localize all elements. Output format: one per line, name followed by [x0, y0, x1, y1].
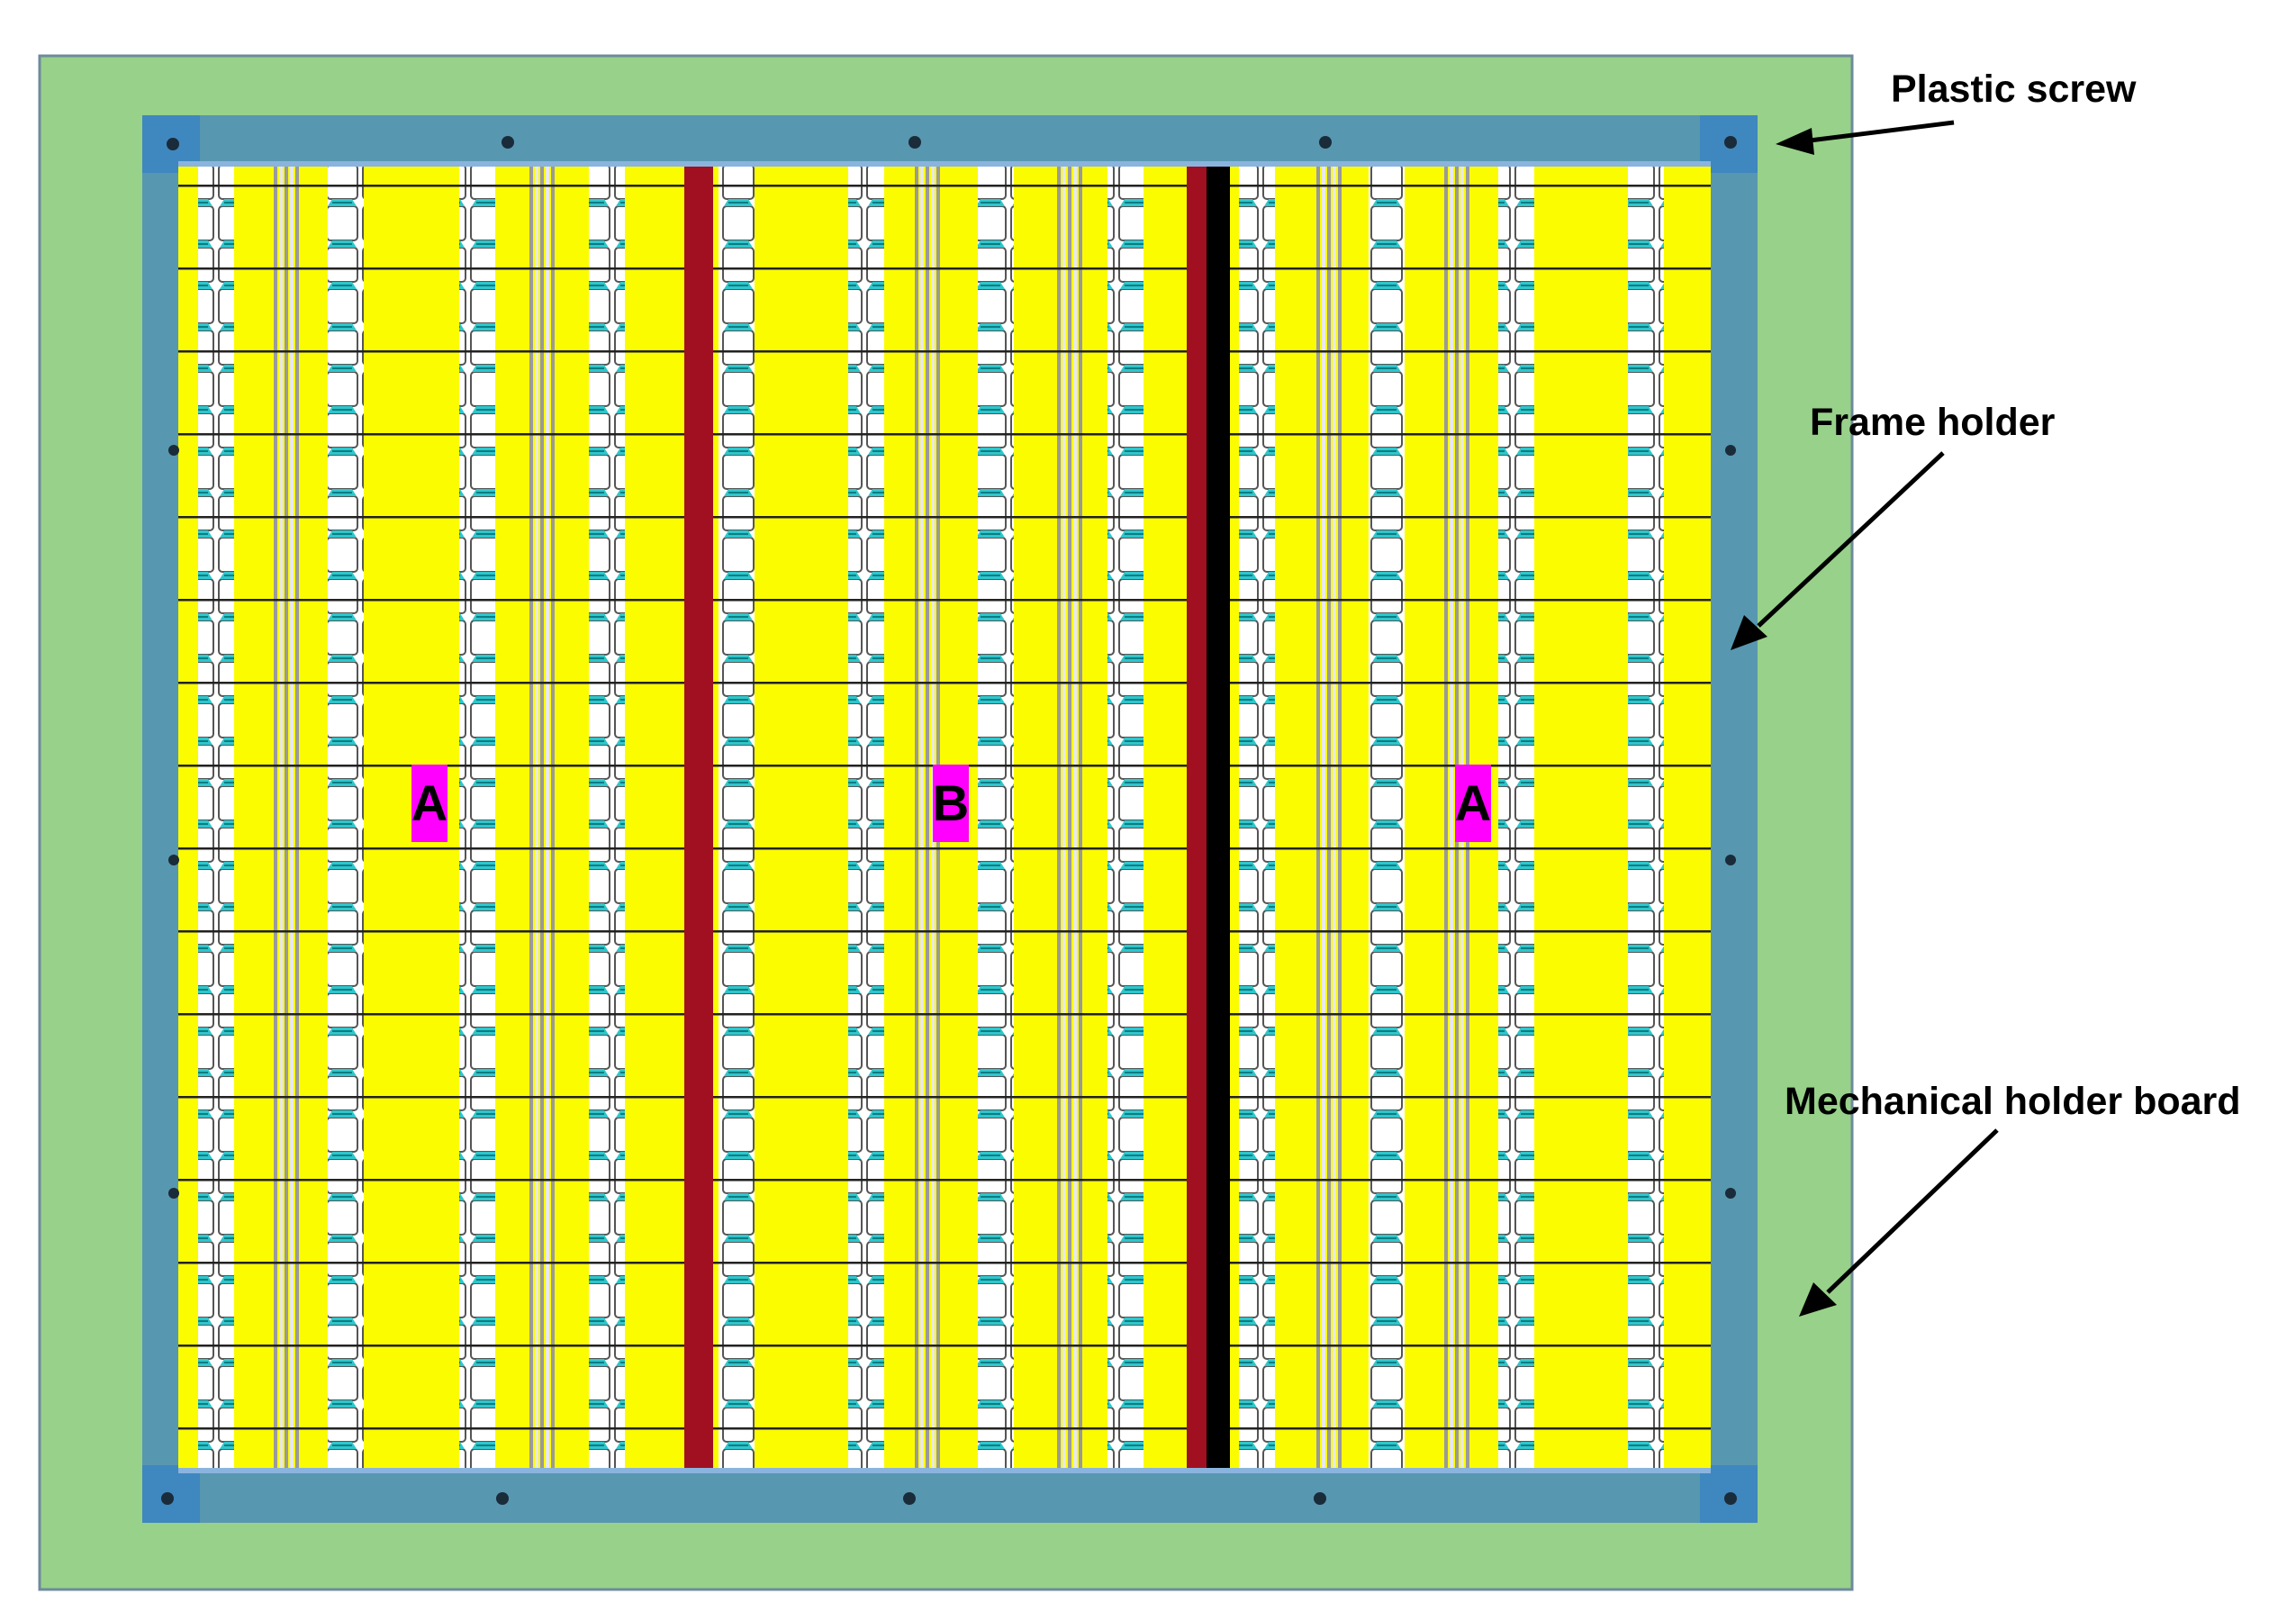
screw — [1725, 1188, 1736, 1199]
plastic-screws — [161, 136, 1737, 1505]
screw — [167, 138, 179, 150]
frame-bar-bottom — [200, 1472, 1700, 1523]
frame-inner-edge-bottom — [178, 1468, 1711, 1473]
separator-red-left — [684, 165, 713, 1472]
plastic-screw-arrowhead — [1776, 128, 1814, 155]
screw — [1724, 136, 1737, 149]
screw — [1725, 855, 1736, 865]
frame-holder-label: Frame holder — [1810, 401, 2056, 444]
region-tag-middle: B — [933, 765, 969, 842]
callout-arrows — [1731, 120, 1999, 1317]
mechanical-holder-board-label: Mechanical holder board — [1785, 1080, 2241, 1123]
screw — [1725, 445, 1736, 456]
separator-red-right — [1187, 165, 1207, 1472]
frame-bar-top — [200, 115, 1700, 165]
screw — [908, 136, 921, 149]
holder-board-arrowhead — [1799, 1282, 1837, 1317]
screw — [168, 1188, 179, 1199]
screw — [903, 1492, 916, 1505]
frame-inner-edge-top — [178, 161, 1711, 167]
screw — [496, 1492, 509, 1505]
screw — [161, 1492, 174, 1505]
region-tag-right: A — [1455, 765, 1491, 842]
plastic-screw-label: Plastic screw — [1891, 68, 2137, 111]
screw — [1314, 1492, 1326, 1505]
screw — [1319, 136, 1332, 149]
plastic-screw-arrow — [1809, 120, 1955, 143]
frame-holder-arrowhead — [1731, 615, 1767, 650]
holder-board-arrow — [1826, 1128, 1999, 1294]
screw — [502, 136, 514, 149]
screw — [168, 445, 179, 456]
separator-black — [1207, 165, 1230, 1472]
screw — [168, 855, 179, 865]
screw — [1724, 1492, 1737, 1505]
frame-holder-arrow — [1757, 451, 1945, 628]
region-tag-left: A — [411, 765, 447, 842]
